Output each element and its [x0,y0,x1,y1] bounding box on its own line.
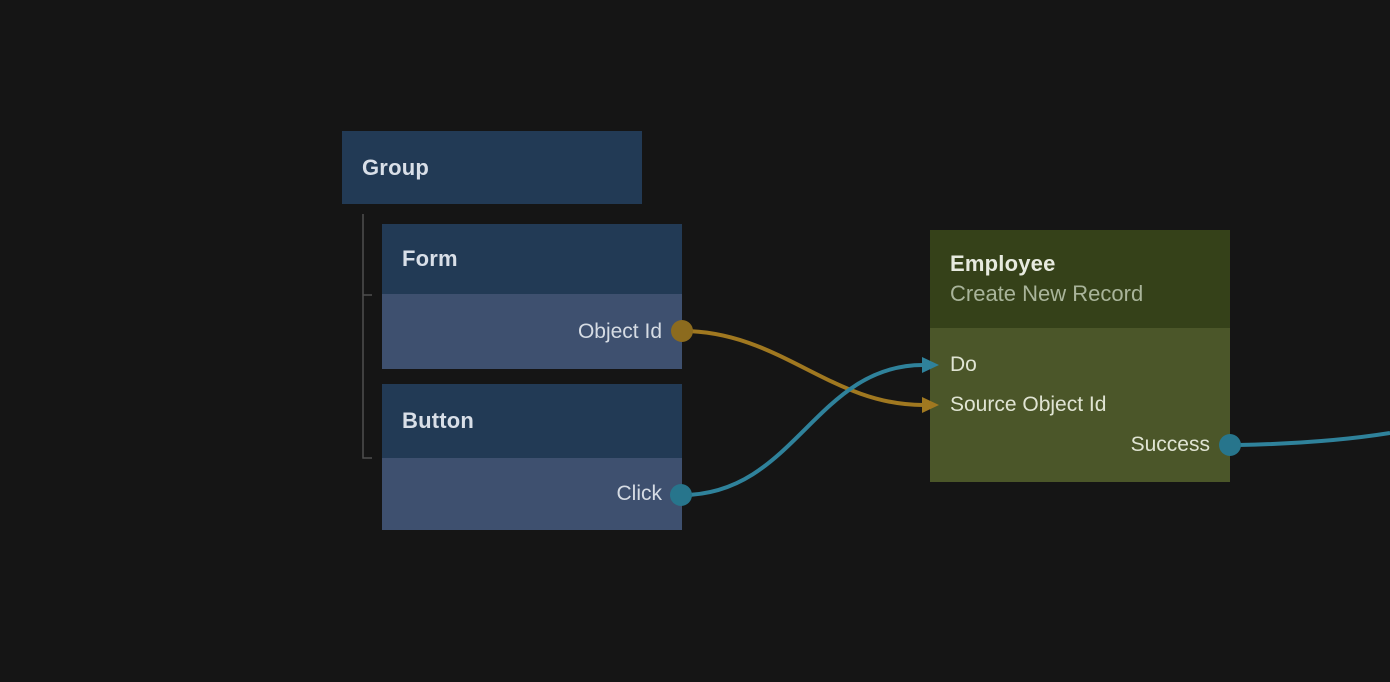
node-employee-title: Employee [950,251,1056,276]
tree-connector-group-children [362,214,372,459]
node-group-title: Group [362,154,429,180]
edge-click-to-do[interactable] [681,363,924,497]
node-employee[interactable]: Employee Create New Record Do Source Obj… [930,230,1230,482]
node-button[interactable]: Button Click [382,384,682,530]
port-success-label: Success [1130,433,1210,456]
node-form-title: Form [402,246,458,271]
port-do[interactable]: Do [930,345,1230,385]
node-form[interactable]: Form Object Id [382,224,682,369]
node-group-header: Group [342,131,642,204]
edge-success-offscreen[interactable] [1237,431,1390,447]
port-source-object-id-label: Source Object Id [950,393,1107,416]
node-employee-header: Employee Create New Record [930,230,1230,328]
node-button-title: Button [402,408,475,433]
node-group[interactable]: Group [342,131,642,204]
port-click[interactable]: Click [382,458,682,530]
node-button-header: Button [382,384,682,458]
port-success[interactable]: Success [930,425,1230,465]
port-do-label: Do [950,353,977,376]
port-object-id-label: Object Id [577,319,662,343]
port-click-label: Click [616,482,663,505]
port-source-object-id[interactable]: Source Object Id [930,385,1230,425]
node-employee-subtitle: Create New Record [950,281,1144,306]
node-form-header: Form [382,224,682,294]
port-object-id[interactable]: Object Id [382,294,682,369]
edge-objectid-to-sourceobjectid[interactable] [681,329,924,407]
node-employee-body: Do Source Object Id Success [930,328,1230,482]
